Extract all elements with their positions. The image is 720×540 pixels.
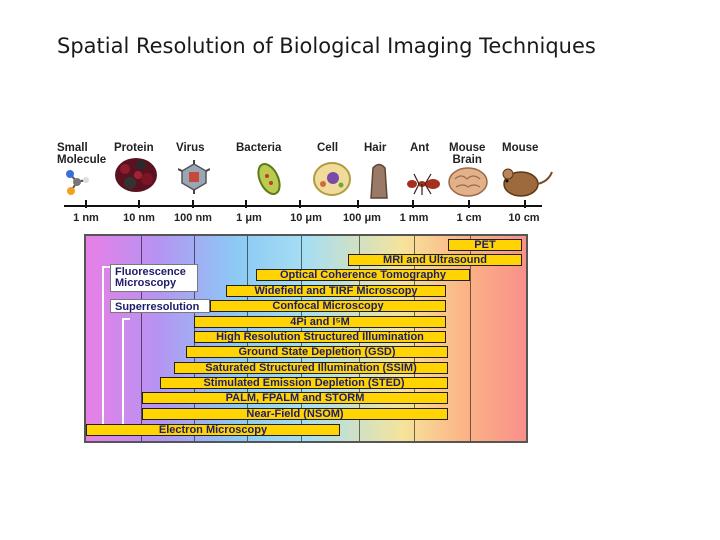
mouse-icon — [502, 168, 553, 197]
scale-tick-label: 1 cm — [456, 212, 482, 224]
molecule-icon — [66, 170, 89, 195]
mouse-brain-icon — [448, 167, 488, 197]
technique-bar-confocal: Confocal Microscopy — [210, 300, 446, 312]
group-label-superresolution: Superresolution — [110, 299, 210, 313]
label-mouse-brain: Mouse Brain — [449, 142, 486, 166]
scale-tick — [245, 200, 247, 208]
scale-tick-label: 1 μm — [236, 212, 262, 224]
scale-tick — [412, 200, 414, 208]
scale-tick-label: 100 μm — [343, 212, 381, 224]
label-ant: Ant — [410, 142, 430, 154]
scale-tick-label: 100 nm — [174, 212, 212, 224]
scale-tick — [85, 200, 87, 208]
scale-tick — [138, 200, 140, 208]
scale-tick-label: 10 cm — [508, 212, 540, 224]
bacteria-icon — [257, 163, 281, 195]
scale-tick-label: 10 nm — [123, 212, 155, 224]
scale-tick — [468, 200, 470, 208]
technique-bar-gsd: Ground State Depletion (GSD) — [186, 346, 448, 358]
label-hair: Hair — [364, 142, 387, 154]
fluorescence-bracket — [102, 266, 110, 430]
label-cell: Cell — [317, 142, 339, 154]
protein-icon — [115, 158, 157, 192]
hair-icon — [370, 163, 388, 199]
scale-tick — [524, 200, 526, 208]
cell-icon — [313, 162, 351, 196]
ant-icon — [407, 173, 440, 195]
scale-tick-label: 10 μm — [290, 212, 322, 224]
technique-bar-oct: Optical Coherence Tomography — [256, 269, 470, 281]
scale-tick — [192, 200, 194, 208]
technique-bar-nsom: Near-Field (NSOM) — [142, 408, 448, 420]
scale-tick — [299, 200, 301, 208]
virus-icon — [178, 160, 210, 194]
technique-bar-palm-fpalm-storm: PALM, FPALM and STORM — [142, 392, 448, 404]
technique-bar-widefield-tirf: Widefield and TIRF Microscopy — [226, 285, 446, 297]
slide-title: Spatial Resolution of Biological Imaging… — [57, 34, 596, 58]
label-small-molecule: Small Molecule — [57, 142, 107, 166]
technique-bar-pet: PET — [448, 239, 522, 251]
scale-tick-label: 1 nm — [73, 212, 99, 224]
label-virus: Virus — [176, 142, 205, 154]
technique-bar-electron-microscopy: Electron Microscopy — [86, 424, 340, 436]
scale-axis — [64, 205, 542, 207]
technique-bar-hr-structured-illumination: High Resolution Structured Illumination — [194, 331, 446, 343]
technique-bar-4pi-i5m: 4Pi and I⁵M — [194, 316, 446, 328]
grid-line — [141, 236, 142, 441]
label-mouse: Mouse — [502, 142, 539, 154]
scale-tick — [357, 200, 359, 208]
grid-line — [470, 236, 471, 441]
technique-bar-sted: Stimulated Emission Depletion (STED) — [160, 377, 448, 389]
technique-bar-ssim: Saturated Structured Illumination (SSIM) — [174, 362, 448, 374]
scale-tick-label: 1 mm — [399, 212, 429, 224]
techniques-panel: Fluorescence Microscopy Superresolution … — [84, 234, 528, 443]
group-label-fluorescence: Fluorescence Microscopy — [110, 264, 198, 292]
technique-bar-mri-ultrasound: MRI and Ultrasound — [348, 254, 522, 266]
label-protein: Protein — [114, 142, 154, 154]
superresolution-bracket — [122, 318, 130, 430]
label-bacteria: Bacteria — [236, 142, 282, 154]
